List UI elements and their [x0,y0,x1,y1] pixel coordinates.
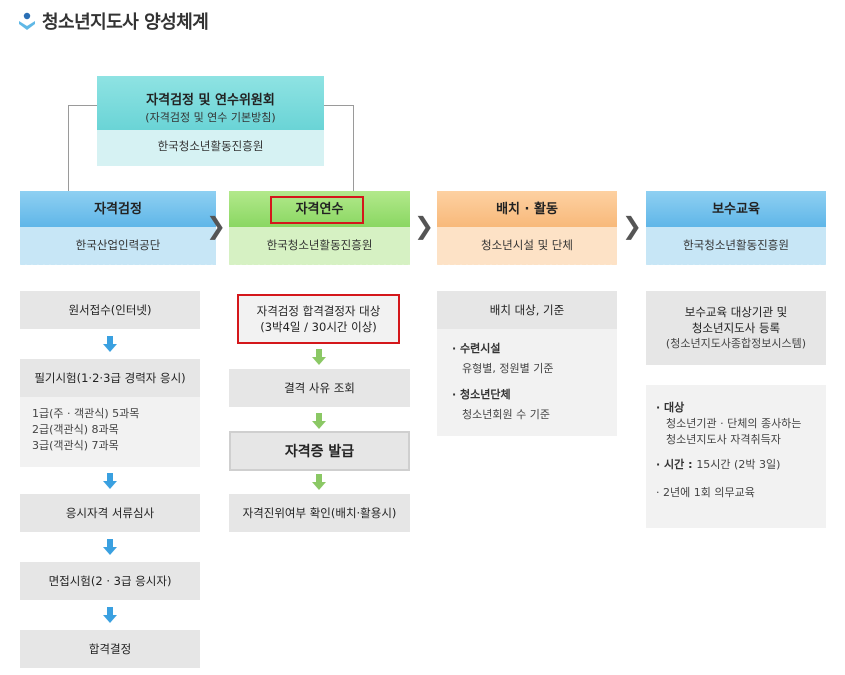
exam-step-interview: 면접시험(2 · 3급 응시자) [20,562,200,600]
exam-detail-line: 1급(주 · 객관식) 5과목 [32,407,140,420]
committee-subtitle: (자격검정 및 연수 기본방침) [145,111,276,124]
placement-item-detail: 청소년회원 수 기준 [462,408,550,421]
chevron-right-icon: ❯ [206,212,227,240]
continuing-time-value: 15시간 (2박 3일) [696,458,781,471]
stage-title: 자격검정 [20,191,216,227]
exam-step-document-review: 응시자격 서류심사 [20,494,200,532]
training-step-certificate-issue: 자격증 발급 [229,431,410,471]
arrow-down-icon [312,349,326,365]
training-step-target: 자격검정 합격결정자 대상 (3박4일 / 30시간 이상) [237,294,400,344]
connector-line [68,105,97,106]
stage-org: 청소년시설 및 단체 [437,227,617,265]
connector-line [68,105,69,191]
placement-item-title: · 청소년단체 [452,388,511,401]
committee-title: 자격검정 및 연수위원회 [146,93,275,108]
committee-org: 한국청소년활동진흥원 [157,139,264,153]
arrow-down-icon [103,473,117,489]
exam-step-application: 원서접수(인터넷) [20,291,200,329]
stage-title: 보수교육 [646,191,826,227]
highlight-box [270,196,364,224]
continuing-header: 보수교육 대상기관 및 청소년지도사 등록 (청소년지도사종합정보시스템) [646,291,826,365]
continuing-header-line: 보수교육 대상기관 및 [684,305,788,319]
training-target-line: 자격검정 합격결정자 대상 [256,304,381,318]
stage-title: 배치 · 활동 [437,191,617,227]
arrow-down-icon [103,607,117,623]
connector-line [353,105,354,191]
continuing-target-title: · 대상 [656,401,685,414]
placement-item-title: · 수련시설 [452,342,501,355]
arrow-down-icon [103,336,117,352]
committee-box: 자격검정 및 연수위원회 (자격검정 및 연수 기본방침) 한국청소년활동진흥원 [97,76,324,166]
stage-training: 자격연수 한국청소년활동진흥원 [229,191,410,269]
chevron-right-icon: ❯ [414,212,435,240]
stage-org: 한국청소년활동진흥원 [646,227,826,265]
continuing-mandatory: · 2년에 1회 의무교육 [656,486,755,499]
continuing-header-system: (청소년지도사종합정보시스템) [665,337,807,350]
continuing-time-label: · 시간 : [656,458,697,471]
connector-line [324,105,354,106]
stage-org: 한국산업인력공단 [20,227,216,265]
continuing-header-line: 청소년지도사 등록 [691,321,781,335]
continuing-detail: · 대상 청소년기관 · 단체의 종사하는 청소년지도사 자격취득자 · 시간 … [646,385,826,528]
exam-step-pass: 합격결정 [20,630,200,668]
placement-item-detail: 유형별, 정원별 기준 [462,362,554,375]
chevron-right-icon: ❯ [622,212,643,240]
continuing-target-line: 청소년지도사 자격취득자 [666,433,781,446]
stage-placement: 배치 · 활동 청소년시설 및 단체 [437,191,617,269]
training-step-verification: 자격진위여부 확인(배치·활용시) [229,494,410,532]
exam-detail-line: 2급(객관식) 8과목 [32,423,119,436]
stage-org: 한국청소년활동진흥원 [229,227,410,265]
placement-header: 배치 대상, 기준 [437,291,617,329]
placement-detail: · 수련시설 유형별, 정원별 기준 · 청소년단체 청소년회원 수 기준 [437,329,617,436]
arrow-down-icon [103,539,117,555]
exam-detail-line: 3급(객관식) 7과목 [32,439,119,452]
stage-exam: 자격검정 한국산업인력공단 [20,191,216,269]
training-target-period: (3박4일 / 30시간 이상) [260,320,377,334]
training-step-disqualification-check: 결격 사유 조회 [229,369,410,407]
page-title: 청소년지도사 양성체계 [42,12,209,33]
stage-continuing-education: 보수교육 한국청소년활동진흥원 [646,191,826,269]
arrow-down-icon [312,474,326,490]
exam-written-detail: 1급(주 · 객관식) 5과목 2급(객관식) 8과목 3급(객관식) 7과목 [20,397,200,467]
arrow-down-icon [312,413,326,429]
continuing-target-line: 청소년기관 · 단체의 종사하는 [666,417,802,430]
person-icon [19,12,35,30]
exam-step-written: 필기시험(1·2·3급 경력자 응시) [20,359,200,397]
